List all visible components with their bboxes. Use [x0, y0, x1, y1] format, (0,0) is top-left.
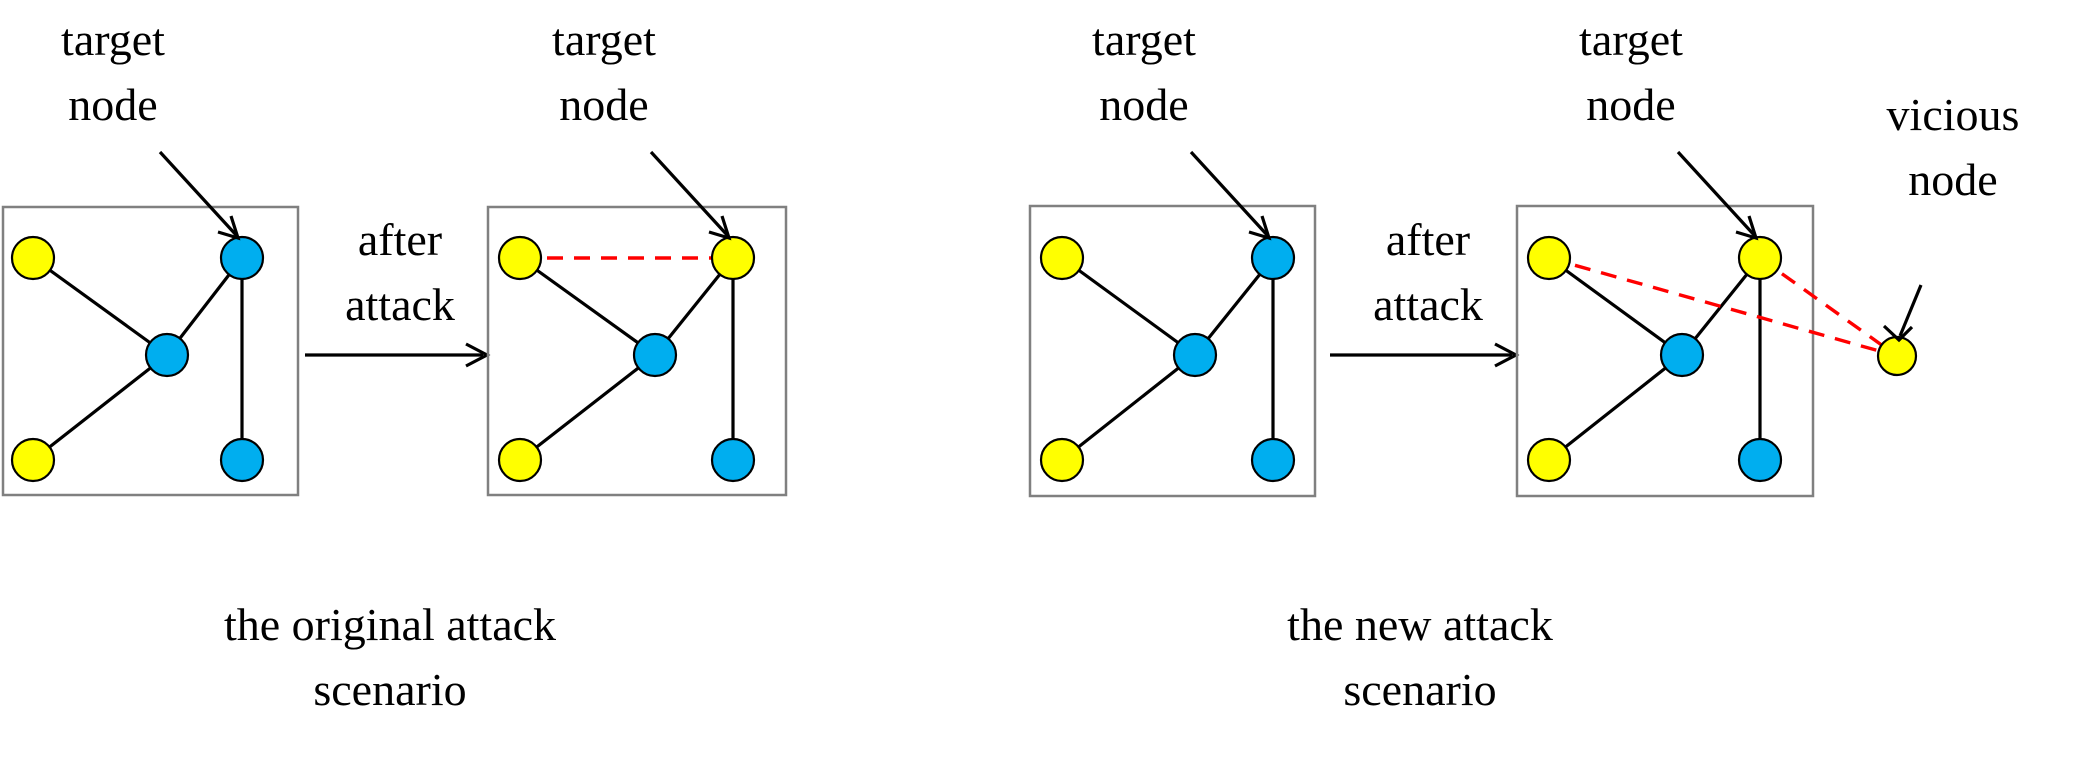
caption-original-line2: scenario: [313, 664, 466, 715]
edges-original-before: [32, 256, 244, 462]
edge-normal: [519, 353, 656, 462]
after-attack-label-1-line1: after: [358, 214, 442, 265]
vicious-node-label-line1: vicious: [1887, 89, 2020, 140]
node-yellow-target[interactable]: [710, 235, 756, 281]
caption-new-line2: scenario: [1343, 664, 1496, 715]
target-node-label-4-line2: node: [1586, 79, 1675, 130]
node-yellow[interactable]: [1039, 437, 1085, 483]
edge-normal: [519, 256, 656, 357]
node-blue[interactable]: [1659, 332, 1705, 378]
target-node-label-3-line1: target: [1092, 14, 1196, 65]
edge-normal: [1548, 256, 1683, 357]
node-blue[interactable]: [1172, 332, 1218, 378]
node-yellow[interactable]: [497, 235, 543, 281]
vicious-node-label-line2: node: [1908, 154, 1997, 205]
after-attack-label-1-line2: attack: [345, 279, 455, 330]
edges-new-before: [1061, 256, 1275, 462]
target-node-label-3-line2: node: [1099, 79, 1188, 130]
node-yellow[interactable]: [497, 437, 543, 483]
node-blue[interactable]: [632, 332, 678, 378]
edge-normal: [1548, 353, 1683, 462]
nodes-original-before: [10, 235, 265, 483]
nodes-new-before: [1039, 235, 1296, 483]
target-pointer-arrow-4: [1676, 150, 1759, 241]
target-node-label-4-line1: target: [1579, 14, 1683, 65]
target-node-label-2-line1: target: [552, 14, 656, 65]
transition-arrow-2: [1330, 342, 1520, 368]
node-yellow[interactable]: [1039, 235, 1085, 281]
graph-box-original-after: [486, 205, 788, 497]
after-attack-label-2-line1: after: [1386, 214, 1470, 265]
graph-box-new-after: [1515, 204, 1815, 498]
node-blue[interactable]: [1250, 437, 1296, 483]
node-blue-target[interactable]: [219, 235, 265, 281]
edge-normal: [1061, 353, 1196, 462]
edge-attack-added: [1548, 256, 1898, 358]
target-node-label-1-line1: target: [61, 14, 165, 65]
target-pointer-arrow-1: [158, 150, 241, 241]
node-blue[interactable]: [710, 437, 756, 483]
node-yellow[interactable]: [1526, 437, 1572, 483]
node-blue[interactable]: [219, 437, 265, 483]
edge-attack-added: [1759, 256, 1898, 358]
node-blue[interactable]: [144, 332, 190, 378]
edge-normal: [1061, 256, 1196, 357]
nodes-new-after: [1526, 235, 1918, 483]
node-yellow[interactable]: [10, 437, 56, 483]
edge-normal: [32, 353, 168, 462]
node-blue-target[interactable]: [1250, 235, 1296, 281]
caption-original-line1: the original attack: [224, 599, 556, 650]
node-yellow[interactable]: [1526, 235, 1572, 281]
after-attack-label-2-line2: attack: [1373, 279, 1483, 330]
node-yellow-target[interactable]: [1737, 235, 1783, 281]
target-node-label-1-line2: node: [68, 79, 157, 130]
transition-arrow-1: [305, 342, 491, 368]
graph-box-new-before: [1028, 204, 1317, 498]
edges-new-after: [1548, 256, 1898, 462]
graph-box-original-before: [1, 205, 300, 497]
target-pointer-arrow-2: [649, 150, 732, 241]
caption-new-line1: the new attack: [1287, 599, 1553, 650]
node-yellow-vicious[interactable]: [1876, 335, 1918, 377]
edges-original-after: [519, 256, 735, 462]
node-blue[interactable]: [1737, 437, 1783, 483]
edge-normal: [32, 256, 168, 357]
nodes-original-after: [497, 235, 756, 483]
node-yellow[interactable]: [10, 235, 56, 281]
vicious-pointer-arrow: [1882, 284, 1923, 343]
target-node-label-2-line2: node: [559, 79, 648, 130]
target-pointer-arrow-3: [1189, 150, 1272, 241]
